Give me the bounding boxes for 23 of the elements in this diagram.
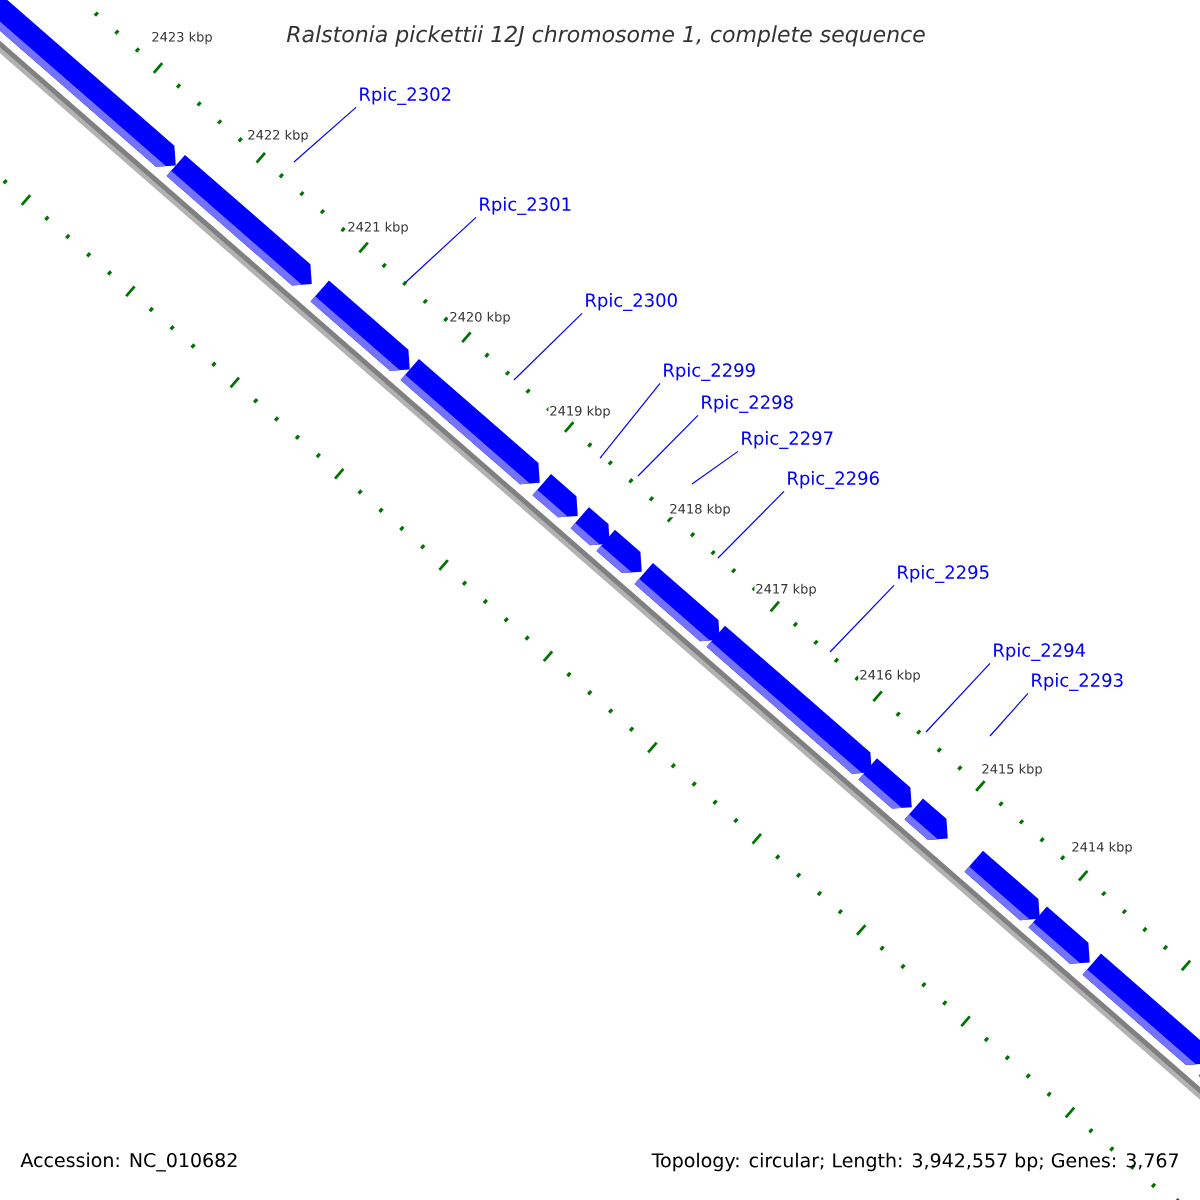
gene-label: Rpic_2293 [1032, 673, 1123, 691]
leader-line [637, 414, 699, 477]
gene-label: Rpic_2300 [586, 293, 677, 311]
gene-label: Rpic_2296 [788, 471, 879, 489]
leader-line [925, 662, 991, 733]
gene-label: Rpic_2294 [994, 643, 1086, 661]
gene-label: Rpic_2301 [480, 197, 571, 215]
gene-label: Rpic_2299 [664, 363, 755, 381]
leader-line [989, 692, 1029, 737]
leader-line [829, 584, 895, 653]
gene-label: Rpic_2298 [702, 395, 793, 413]
accession-text: Accession: NC_010682 [20, 1152, 237, 1172]
title: Ralstonia pickettii 12J chromosome 1, complete sequence [286, 25, 925, 47]
leader-line [293, 106, 357, 163]
leader-line [717, 490, 785, 559]
leader-line [691, 450, 739, 485]
gene-label: Rpic_2297 [742, 431, 833, 449]
gene-label: Rpic_2295 [898, 565, 989, 583]
leader-line [405, 216, 477, 283]
summary-text: Topology: circular; Length: 3,942,557 bp; Genes: 3,767 [651, 1152, 1178, 1172]
leader-line [513, 312, 583, 381]
gene-label: Rpic_2302 [360, 87, 451, 105]
leader-line [599, 382, 661, 459]
